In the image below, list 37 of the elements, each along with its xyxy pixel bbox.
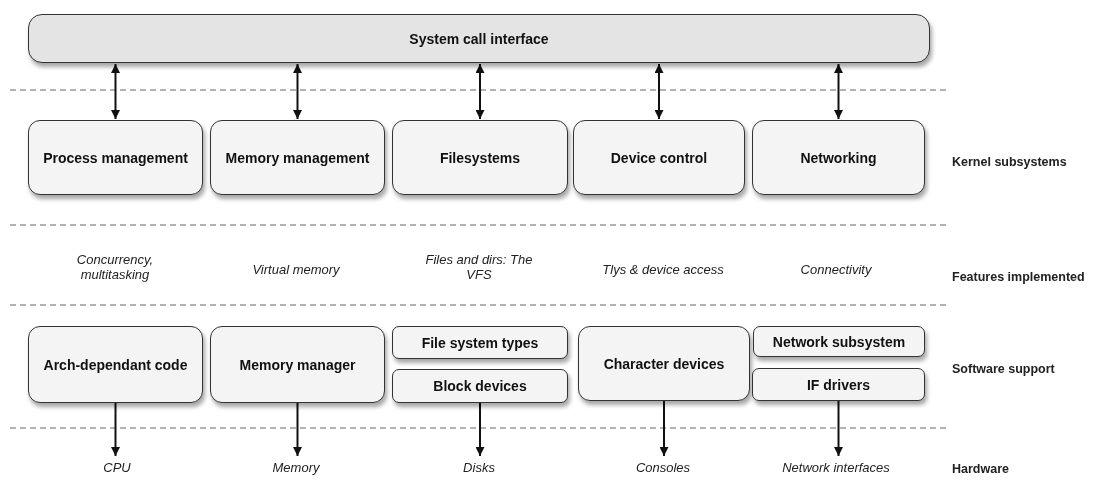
component-box: IF drivers <box>752 368 925 401</box>
component-box: Block devices <box>392 369 568 403</box>
layer-label: Kernel subsystems <box>952 155 1067 169</box>
arrow <box>111 63 120 120</box>
arrow <box>834 63 843 120</box>
layer-label: Software support <box>952 362 1055 376</box>
component-box: Network subsystem <box>753 326 925 357</box>
hardware-label: Disks <box>463 460 495 475</box>
arrow <box>834 400 843 457</box>
component-box: Filesystems <box>392 120 568 195</box>
arrow <box>654 63 664 120</box>
arrow <box>659 400 669 457</box>
feature-label: Connectivity <box>799 262 873 277</box>
feature-label: Files and dirs: The VFS <box>424 252 534 282</box>
component-box: Memory management <box>210 120 385 195</box>
feature-label: Tlys & device access <box>601 262 725 277</box>
hardware-label: Consoles <box>635 460 691 475</box>
component-box: Memory manager <box>210 326 385 403</box>
feature-label: Concurrency, multitasking <box>75 252 155 282</box>
arrow <box>475 63 485 120</box>
layer-label: Features implemented <box>952 270 1085 284</box>
layer-label: Hardware <box>952 462 1009 476</box>
arrow <box>293 63 302 120</box>
arrow <box>293 402 302 457</box>
hardware-label: Network interfaces <box>782 460 890 475</box>
component-box: Arch-dependant code <box>28 326 203 403</box>
arrow <box>111 402 120 457</box>
component-box: File system types <box>392 326 568 359</box>
feature-label: Virtual memory <box>251 262 341 277</box>
interface-bar: System call interface <box>28 14 930 63</box>
hardware-label: CPU <box>103 460 131 475</box>
component-box: Process management <box>28 120 203 195</box>
arrow <box>475 402 485 457</box>
component-box: Device control <box>573 120 745 195</box>
hardware-label: Memory <box>272 460 320 475</box>
component-box: Networking <box>752 120 925 195</box>
component-box: Character devices <box>578 326 750 401</box>
